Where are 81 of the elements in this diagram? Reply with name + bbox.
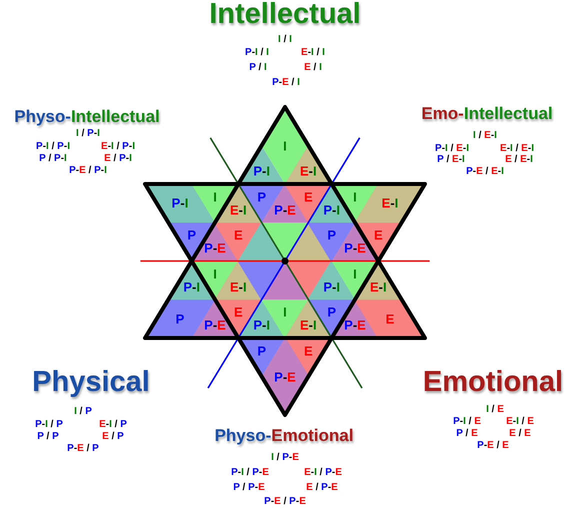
heading-text: Physo-Emotional bbox=[214, 427, 354, 444]
region-label: I bbox=[213, 190, 217, 204]
formula-label: I / I bbox=[278, 35, 292, 45]
formula-label: I / E bbox=[486, 405, 504, 415]
region-label: E-I bbox=[230, 280, 247, 294]
formula-label: E / E bbox=[509, 429, 531, 439]
region-label: P-I bbox=[323, 203, 340, 216]
region-label: P-E bbox=[204, 242, 226, 255]
region-label: P bbox=[327, 306, 336, 319]
formula-label: P-I / P-E bbox=[231, 468, 269, 478]
region-label: E bbox=[304, 344, 313, 358]
formula-label: P-E / P-I bbox=[69, 166, 107, 176]
formula-label: P / P-E bbox=[233, 483, 265, 493]
formula-label: E-I / E-I bbox=[500, 144, 534, 154]
region-label: P-E bbox=[344, 242, 366, 255]
formula-label: E / I bbox=[304, 63, 322, 73]
formula-label: P / P bbox=[37, 432, 59, 442]
formula-label: E / P-I bbox=[104, 154, 132, 164]
formula-label: I / P-E bbox=[271, 453, 299, 463]
region-label: E bbox=[386, 312, 394, 326]
region-label: P bbox=[176, 312, 184, 326]
region-label: P-I bbox=[183, 280, 200, 294]
formula-label: P-E / P-E bbox=[264, 497, 306, 507]
formula-label: P-E / I bbox=[272, 78, 300, 88]
formula-label: E / P bbox=[102, 432, 124, 442]
region-label: E-I bbox=[382, 196, 398, 210]
formula-label: E / P-E bbox=[306, 483, 338, 493]
region-label: E bbox=[234, 228, 243, 242]
region-label: P-E bbox=[344, 318, 366, 332]
region-label: E bbox=[374, 228, 383, 242]
region-label: P bbox=[257, 344, 266, 358]
triangle-region bbox=[308, 222, 355, 261]
heading-text: Emo-Intellectual bbox=[421, 105, 553, 122]
formula-label: I / E-I bbox=[473, 131, 497, 141]
formula-label: E-I / E bbox=[506, 417, 534, 427]
formula-label: P-E / P bbox=[67, 444, 99, 454]
formula-label: P-E / E bbox=[477, 441, 509, 451]
triangle-region bbox=[262, 300, 308, 338]
formula-label: P / E bbox=[456, 429, 478, 439]
region-label: P-I bbox=[253, 164, 270, 178]
region-label: I bbox=[283, 139, 287, 152]
formula-label: P / P-I bbox=[39, 154, 67, 164]
formula-label: P-I / E-I bbox=[435, 144, 469, 154]
region-label: P bbox=[187, 228, 196, 242]
formula-label: E / E-I bbox=[505, 155, 533, 165]
region-label: P bbox=[257, 190, 266, 204]
formula-label: P-I / I bbox=[245, 48, 269, 58]
region-label: E bbox=[234, 306, 243, 319]
region-label: P-I bbox=[253, 318, 270, 332]
region-label: E-I bbox=[300, 164, 317, 178]
region-label: I bbox=[353, 190, 357, 204]
formula-label: E-I / P-I bbox=[101, 142, 135, 152]
formula-label: E-I / I bbox=[301, 48, 325, 58]
formula-label: E-I / P bbox=[99, 420, 127, 430]
formula-label: I / P bbox=[74, 407, 92, 417]
region-label: I bbox=[213, 267, 217, 280]
region-label: P-I bbox=[323, 280, 340, 294]
region-label: E-I bbox=[230, 203, 247, 216]
formula-label: P-I / P-I bbox=[36, 142, 70, 152]
region-label: I bbox=[353, 267, 357, 280]
region-label: P bbox=[327, 228, 336, 242]
heading-text: Physical bbox=[32, 368, 150, 397]
formula-label: P-E / E-I bbox=[466, 167, 504, 177]
region-label: E-I bbox=[370, 280, 387, 294]
region-label: E-I bbox=[300, 318, 317, 332]
formula-label: P-I / E bbox=[453, 417, 481, 427]
formula-label: P-I / P bbox=[35, 420, 63, 430]
region-label: P-E bbox=[204, 318, 226, 332]
triangle-region bbox=[215, 222, 262, 261]
formula-label: P / E-I bbox=[437, 155, 465, 165]
formula-label: P / I bbox=[249, 63, 267, 73]
region-label: P-I bbox=[172, 196, 188, 210]
region-label: I bbox=[283, 306, 287, 319]
region-label: E bbox=[304, 190, 313, 204]
heading-text: Physo-Intellectual bbox=[14, 108, 160, 125]
formula-label: E-I / P-E bbox=[304, 468, 342, 478]
formula-label: I / P-I bbox=[76, 129, 100, 139]
heading-text: Emotional bbox=[422, 368, 564, 397]
heading-text: Intellectual bbox=[209, 0, 361, 29]
region-label: P-E bbox=[274, 370, 296, 383]
region-label: P-E bbox=[274, 203, 296, 216]
